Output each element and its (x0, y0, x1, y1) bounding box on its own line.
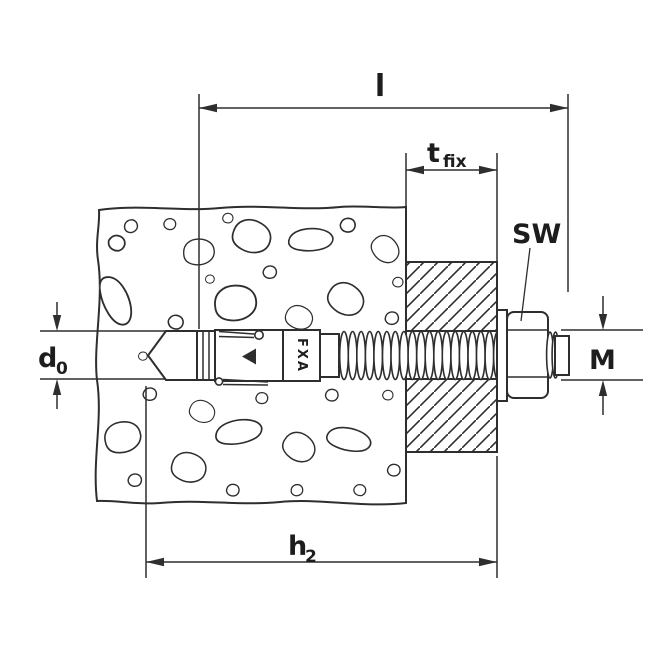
dimension-thread-m: M (561, 296, 643, 415)
label-drill-d-sub: 0 (56, 359, 68, 379)
label-length-l: l (375, 69, 385, 104)
depth-mark-triangle (242, 348, 256, 365)
clip-bottom (214, 377, 269, 386)
sleeve-rings (196, 330, 216, 381)
anchor-bolt: FXA (146, 309, 570, 402)
label-tfix-sub: fix (443, 152, 467, 172)
thread-protrusion (545, 331, 570, 379)
dimension-drill-d0: d 0 (38, 302, 68, 409)
label-thread-m: M (589, 345, 616, 376)
clip-top (218, 329, 265, 340)
fixture-plate-upper (405, 261, 498, 332)
sw-leader-line (520, 247, 531, 322)
thread-section (338, 330, 504, 381)
label-tfix: t (427, 138, 440, 169)
dimension-depth-h2: h 2 (145, 386, 498, 578)
washer (496, 309, 508, 402)
fixture-plate (405, 261, 498, 453)
label-drill-d: d (38, 343, 57, 374)
label-depth-h-sub: 2 (305, 547, 317, 567)
annotation-sw: SW (512, 219, 561, 322)
label-depth-h: h (288, 531, 307, 562)
dimension-length-l: l (198, 69, 569, 329)
dimension-tfix: t fix (405, 138, 498, 261)
hex-nut (506, 311, 549, 399)
label-sw: SW (512, 219, 561, 250)
product-marking-text: FXA (294, 338, 309, 373)
fixture-plate-lower (405, 378, 498, 453)
sleeve-collar (319, 333, 340, 378)
